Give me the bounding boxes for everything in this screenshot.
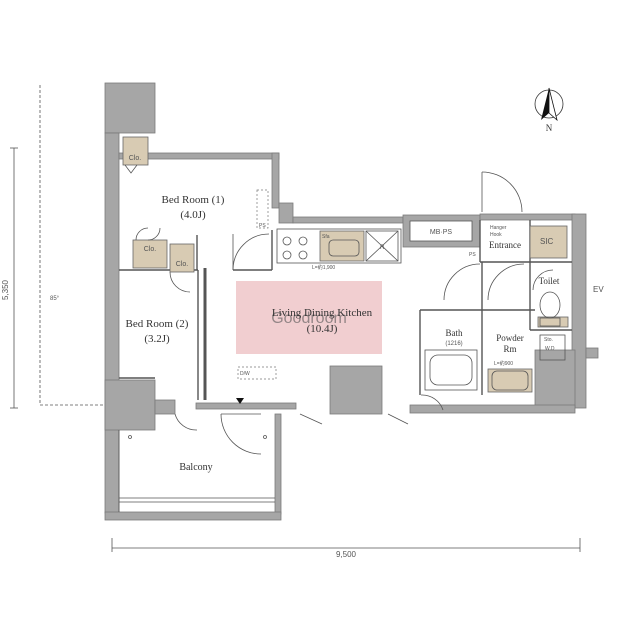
bath-size: (1216) bbox=[445, 341, 462, 347]
kitchen-length-label: L=約1,900 bbox=[312, 264, 335, 271]
dw-label: D/W bbox=[240, 371, 250, 377]
ldk-label: Living Dining Kitchen bbox=[272, 307, 373, 319]
closet-label-3: Clo. bbox=[176, 261, 189, 268]
ceiling-label: 85° bbox=[50, 296, 60, 302]
powder-label-2: Rm bbox=[503, 344, 516, 354]
mbps-label: MB·PS bbox=[430, 229, 453, 236]
watermark-text: Goodroom bbox=[271, 310, 347, 327]
bedroom1-size: (4.0J) bbox=[180, 209, 206, 221]
balcony-label: Balcony bbox=[179, 462, 212, 473]
depth-dimension: 5,350 bbox=[1, 279, 10, 300]
ps-label-2: PS bbox=[259, 223, 266, 229]
hanger-label: Hanger bbox=[490, 225, 507, 231]
width-dimension: 9,500 bbox=[336, 550, 357, 559]
sic-label: SIC bbox=[540, 237, 554, 246]
sto-label: Sto. bbox=[544, 337, 553, 343]
watermark-box bbox=[236, 281, 382, 354]
bedroom2-size: (3.2J) bbox=[144, 333, 170, 345]
entry-marker-icon bbox=[236, 398, 244, 404]
powder-label: Powder bbox=[496, 333, 524, 343]
closet-label-1: Clo. bbox=[129, 155, 142, 162]
dimension-lines bbox=[10, 85, 581, 552]
bedroom1-label: Bed Room (1) bbox=[162, 194, 225, 206]
bedroom2-label: Bed Room (2) bbox=[126, 318, 189, 330]
bath-fixtures bbox=[424, 291, 566, 391]
wd-label: W.D bbox=[545, 346, 555, 352]
ev-label: EV bbox=[593, 285, 604, 294]
bath-label: Bath bbox=[446, 328, 463, 338]
toilet-label: Toilet bbox=[539, 276, 560, 286]
balcony-area bbox=[118, 430, 275, 512]
dashed-storage bbox=[237, 189, 277, 380]
entrance-label: Entrance bbox=[489, 240, 521, 250]
door-swings bbox=[124, 164, 554, 455]
north-arrow-icon bbox=[534, 87, 564, 122]
fridge-label: R bbox=[380, 245, 385, 251]
north-label: N bbox=[546, 123, 553, 133]
ps-label-1: PS bbox=[469, 252, 476, 258]
closet-label-2: Clo. bbox=[144, 246, 157, 253]
ldk-size: (10.4J) bbox=[307, 323, 338, 335]
mbps-shaft bbox=[409, 220, 473, 242]
powder-length-label: L=約900 bbox=[494, 360, 513, 367]
kitchen-counter bbox=[276, 228, 402, 264]
hook-label: Hook bbox=[490, 232, 502, 238]
sfa-label: Sfa bbox=[322, 234, 330, 240]
